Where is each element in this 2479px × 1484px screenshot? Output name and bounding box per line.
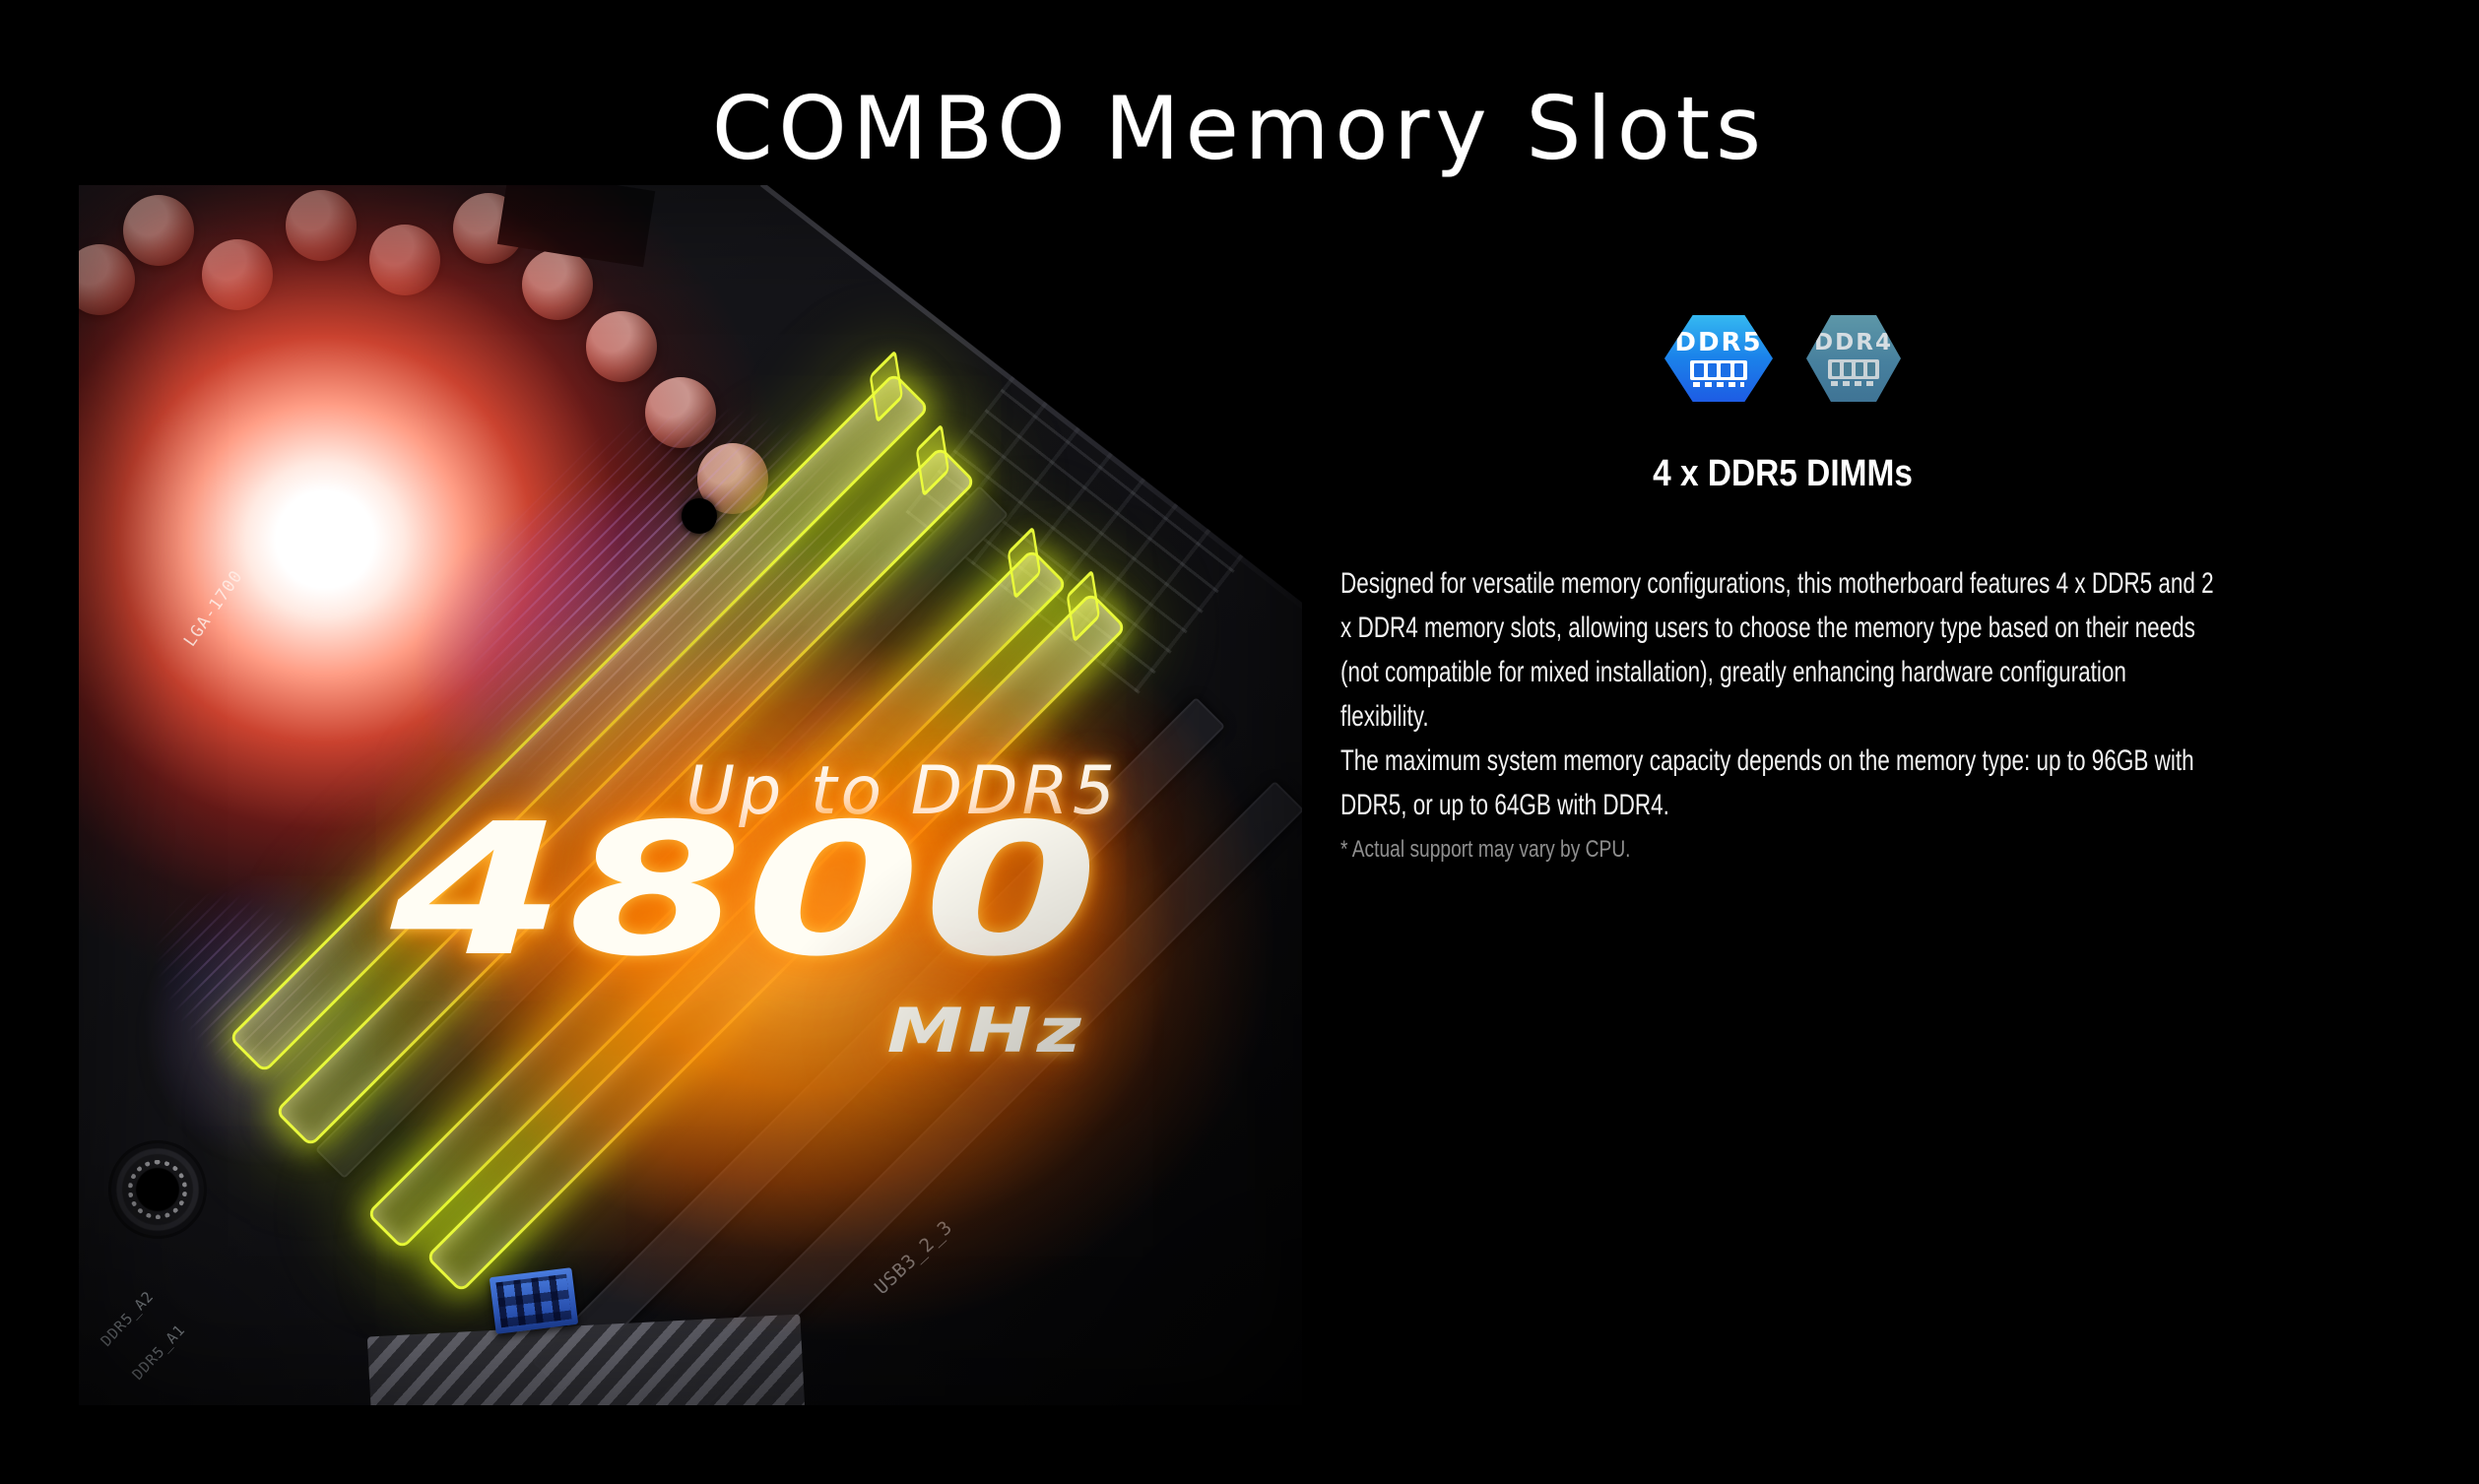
- ddr5-badge-label: DDR5: [1674, 328, 1763, 357]
- paragraph-line: flexibility.: [1340, 700, 1429, 733]
- memory-heading: 4 x DDR5 DIMMs: [1653, 453, 1913, 494]
- footnote: * Actual support may vary by CPU.: [1340, 836, 1631, 863]
- ram-icon: [1828, 358, 1879, 379]
- ram-icon: [1690, 360, 1747, 380]
- paragraph-line: (not compatible for mixed installation),…: [1340, 656, 2126, 688]
- screw-hole: [108, 1140, 207, 1239]
- paragraph-line: DDR5, or up to 64GB with DDR4.: [1340, 789, 1669, 821]
- ddr5-badge: DDR5: [1664, 315, 1773, 402]
- ram-pins-icon: [1831, 380, 1876, 386]
- memory-type-badges: DDR5 DDR4: [1339, 315, 2226, 402]
- description-text: Designed for versatile memory configurat…: [1340, 561, 2266, 865]
- paragraph-line: x DDR4 memory slots, allowing users to c…: [1340, 612, 2195, 644]
- ram-pins-icon: [1693, 382, 1744, 387]
- ddr4-badge: DDR4: [1806, 315, 1901, 402]
- motherboard-photo: LGA-1700 DDR5_A2 DDR5_A1 USB3_2_3 Up to …: [79, 185, 1302, 1405]
- speed-glow: [315, 530, 1300, 1357]
- mounting-hole: [682, 498, 717, 534]
- paragraph-line: The maximum system memory capacity depen…: [1340, 744, 2194, 777]
- paragraph-line: Designed for versatile memory configurat…: [1340, 567, 2214, 600]
- page-title: COMBO Memory Slots: [711, 77, 1768, 179]
- ddr4-badge-label: DDR4: [1814, 329, 1893, 355]
